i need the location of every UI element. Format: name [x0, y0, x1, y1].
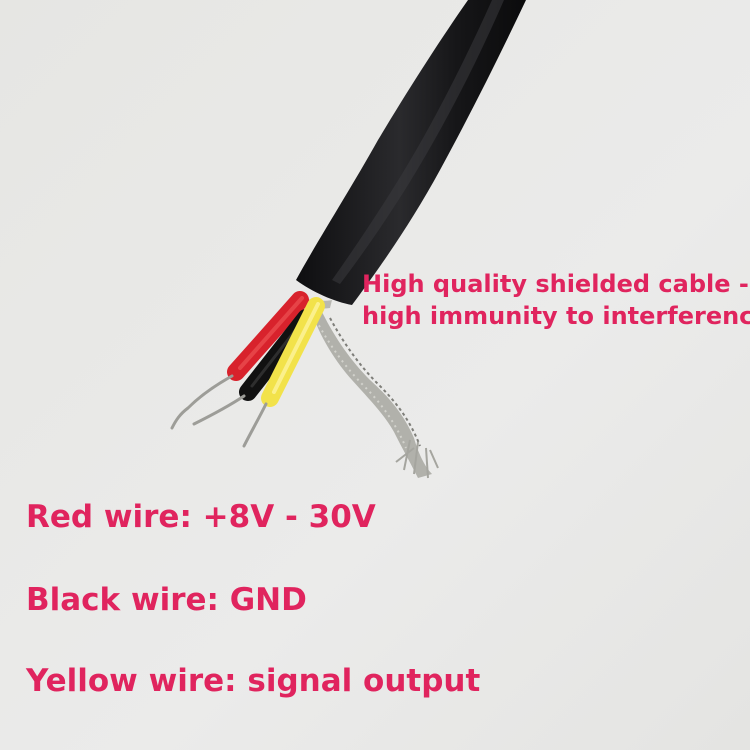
jacket-highlight — [332, 0, 504, 284]
yellow-wire — [242, 297, 325, 448]
yellow-wire-caption: Yellow wire: signal output — [26, 663, 481, 699]
shield-caption-line2: high immunity to interference — [362, 302, 750, 330]
shield-caption: High quality shielded cable - high immun… — [362, 268, 750, 332]
black-wire-caption: Black wire: GND — [26, 582, 307, 618]
red-wire — [170, 291, 309, 430]
red-wire-caption: Red wire: +8V - 30V — [26, 499, 376, 535]
shield-caption-line1: High quality shielded cable - — [362, 270, 749, 298]
cable-jacket — [296, 0, 526, 305]
